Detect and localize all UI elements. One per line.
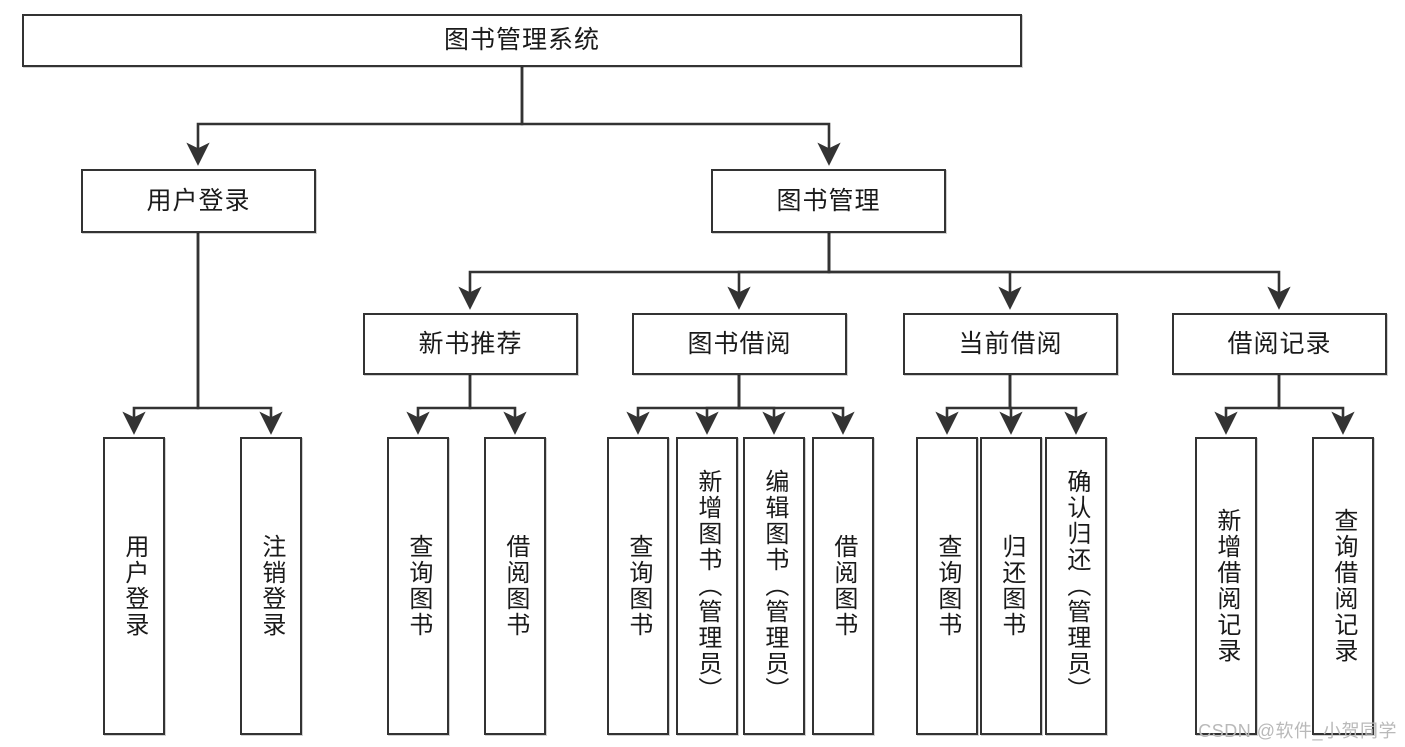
edge-bm-to-new-book-rec xyxy=(458,233,831,310)
leaf-label: 注销登录 xyxy=(257,534,285,638)
edge-bb-to-borrow-book xyxy=(737,375,855,435)
leaf-user-login[interactable]: 用户登录 xyxy=(103,437,165,735)
leaf-label: 用户登录 xyxy=(120,534,148,638)
leaf-label: 新增图书（管理员） xyxy=(693,469,721,703)
edge-br-to-query-record xyxy=(1277,375,1355,435)
edge-ul-to-leaf-user-login xyxy=(122,233,200,435)
leaf-label: 归还图书 xyxy=(997,534,1025,638)
leaf-edit-book[interactable]: 编辑图书（管理员） xyxy=(743,437,805,735)
node-book-manage[interactable]: 图书管理 xyxy=(711,169,946,233)
edge-root-to-user-login xyxy=(186,67,524,166)
edge-bm-to-borrow-record xyxy=(827,233,1291,310)
edge-root-to-book-manage xyxy=(520,67,841,166)
leaf-query-book-borrow[interactable]: 查询图书 xyxy=(607,437,669,735)
edge-nbr-to-borrow-book xyxy=(468,375,527,435)
leaf-label: 编辑图书（管理员） xyxy=(760,469,788,703)
leaf-query-record[interactable]: 查询借阅记录 xyxy=(1312,437,1374,735)
leaf-label: 查询图书 xyxy=(933,534,961,638)
leaf-label: 借阅图书 xyxy=(501,534,529,638)
edge-cb-to-query-book xyxy=(935,375,1012,435)
edge-bm-to-book-borrow xyxy=(727,233,831,310)
leaf-label: 查询借阅记录 xyxy=(1329,508,1357,664)
leaf-label: 查询图书 xyxy=(404,534,432,638)
leaf-query-book-current[interactable]: 查询图书 xyxy=(916,437,978,735)
leaf-add-record[interactable]: 新增借阅记录 xyxy=(1195,437,1257,735)
leaf-add-book[interactable]: 新增图书（管理员） xyxy=(676,437,738,735)
node-root[interactable]: 图书管理系统 xyxy=(22,14,1022,67)
node-borrow-record[interactable]: 借阅记录 xyxy=(1172,313,1387,375)
edge-bb-to-edit-book xyxy=(737,375,786,435)
watermark-label: CSDN @软件_小贺同学 xyxy=(1198,721,1397,741)
edge-bm-to-current-borrow xyxy=(827,233,1022,310)
leaf-query-book-rec[interactable]: 查询图书 xyxy=(387,437,449,735)
leaf-label: 借阅图书 xyxy=(829,534,857,638)
node-current-borrow[interactable]: 当前借阅 xyxy=(903,313,1118,375)
edge-bb-to-add-book xyxy=(695,375,741,435)
leaf-label: 确认归还（管理员） xyxy=(1062,469,1090,703)
edge-br-to-add-record xyxy=(1214,375,1281,435)
edge-bb-to-query-book xyxy=(626,375,741,435)
edge-ul-to-leaf-logout xyxy=(196,233,283,435)
leaf-return-book[interactable]: 归还图书 xyxy=(980,437,1042,735)
leaf-borrow-book-rec[interactable]: 借阅图书 xyxy=(484,437,546,735)
leaf-label: 查询图书 xyxy=(624,534,652,638)
node-book-borrow[interactable]: 图书借阅 xyxy=(632,313,847,375)
edge-nbr-to-query-book xyxy=(406,375,472,435)
leaf-label: 新增借阅记录 xyxy=(1212,508,1240,664)
node-user-login[interactable]: 用户登录 xyxy=(81,169,316,233)
leaf-logout[interactable]: 注销登录 xyxy=(240,437,302,735)
leaf-borrow-book[interactable]: 借阅图书 xyxy=(812,437,874,735)
node-new-book-recommend[interactable]: 新书推荐 xyxy=(363,313,578,375)
edge-cb-to-return-book xyxy=(999,375,1023,435)
edge-cb-to-confirm-return xyxy=(1008,375,1088,435)
leaf-confirm-return[interactable]: 确认归还（管理员） xyxy=(1045,437,1107,735)
